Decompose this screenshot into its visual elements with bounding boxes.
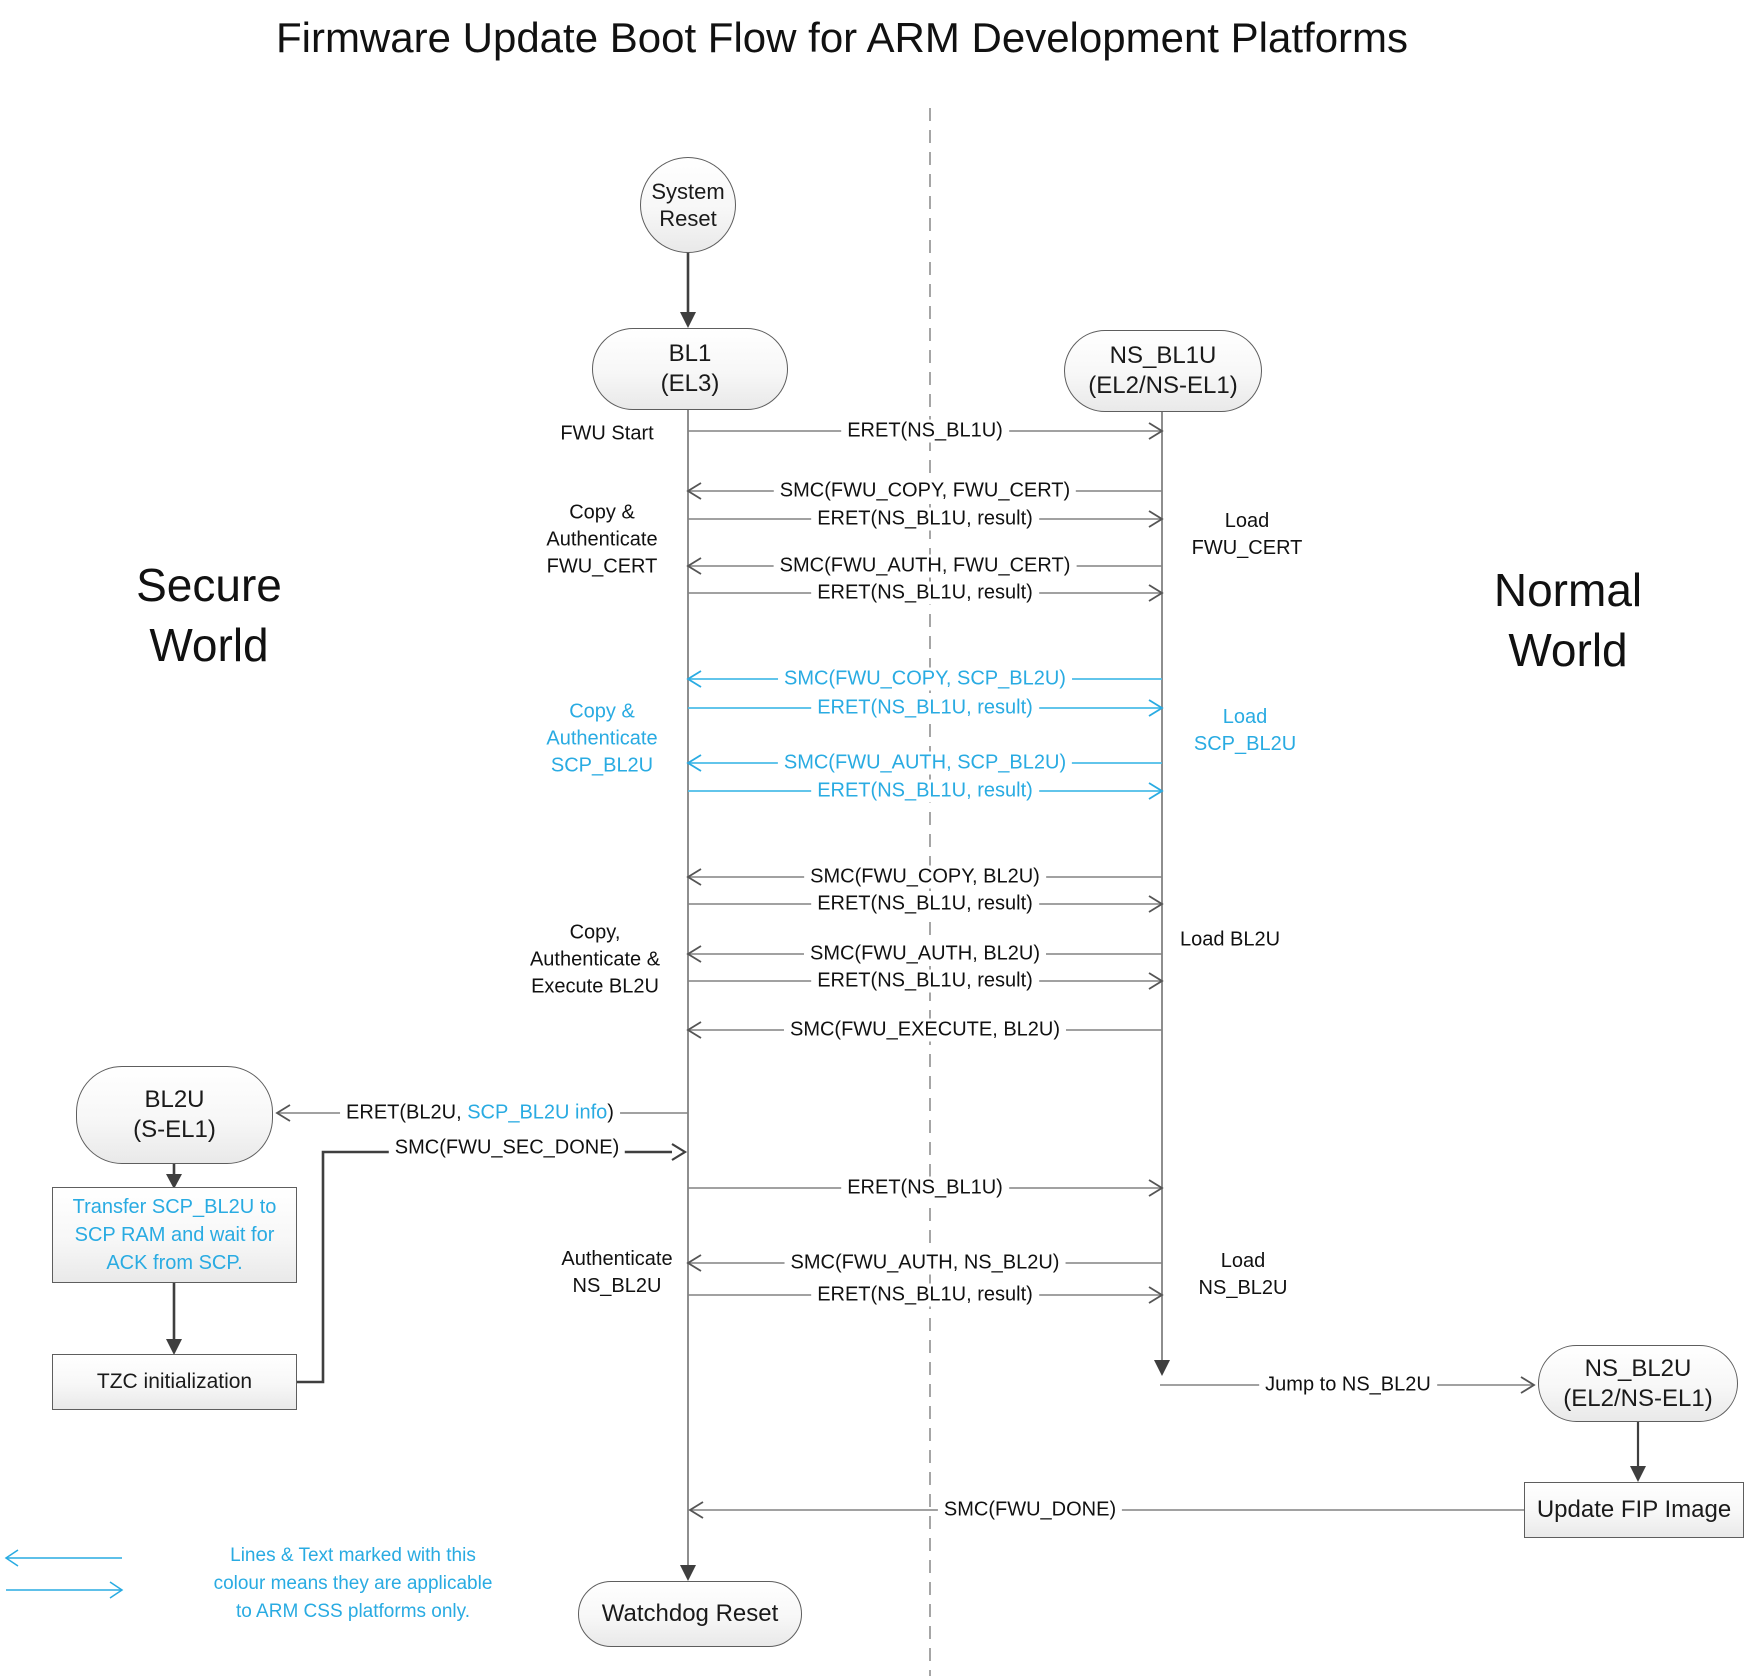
msg-eret-result-2: ERET(NS_BL1U, result) — [811, 581, 1039, 605]
msg-smc-fwu-execute-bl2u: SMC(FWU_EXECUTE, BL2U) — [783, 1018, 1067, 1042]
transfer-line3: ACK from SCP. — [106, 1252, 243, 1274]
node-ns-bl1u: NS_BL1U (EL2/NS-EL1) — [1064, 330, 1262, 412]
msg-eret-result-3: ERET(NS_BL1U, result) — [811, 696, 1039, 720]
ns-bl2u-to-update-fip-arrow-icon — [1630, 1422, 1646, 1482]
bl1-line1: BL1 — [668, 340, 712, 367]
load-scp-bl2u-line2: SCP_BL2U — [1193, 733, 1297, 755]
legend-line2: colour means they are applicable — [213, 1573, 493, 1594]
page-title: Firmware Update Boot Flow for ARM Develo… — [275, 14, 1409, 61]
gray-chevron-arrowheads — [275, 422, 1536, 1519]
normal-world-line2: World — [1508, 624, 1628, 676]
copy-auth-scp-bl2u-line3: SCP_BL2U — [550, 754, 654, 777]
normal-world-line1: Normal — [1493, 564, 1643, 616]
load-fwu-cert-line2: FWU_CERT — [1191, 537, 1303, 559]
secure-world-line2: World — [149, 619, 269, 671]
msg-smc-fwu-copy-fwu-cert: SMC(FWU_COPY, FWU_CERT) — [773, 479, 1077, 503]
msg-eret-result-6: ERET(NS_BL1U, result) — [811, 969, 1039, 993]
copy-auth-fwu-cert-line1: Copy & — [569, 501, 635, 524]
msg-eret-bl2u-scp-bl2u-info: ERET(BL2U, SCP_BL2U info) — [340, 1101, 620, 1125]
legend-cyan-arrows-icon — [4, 1549, 124, 1599]
bl1-line2: (EL3) — [660, 370, 720, 397]
tzc-label: TZC initialization — [96, 1370, 253, 1393]
copy-auth-scp-bl2u-line2: Authenticate — [546, 727, 658, 750]
node-system-reset: System Reset — [640, 157, 736, 253]
msg-eret-result-4: ERET(NS_BL1U, result) — [811, 779, 1039, 803]
label-load-bl2u: Load BL2U — [1179, 928, 1281, 951]
bl2u-line1: BL2U — [144, 1086, 205, 1113]
msg-smc-fwu-sec-done: SMC(FWU_SEC_DONE) — [388, 1136, 626, 1160]
msg-eret-ns-bl1u-2: ERET(NS_BL1U) — [841, 1176, 1009, 1200]
copy-auth-exec-bl2u-line1: Copy, — [569, 921, 621, 944]
transfer-line2: SCP RAM and wait for — [74, 1224, 275, 1246]
msg-smc-fwu-done: SMC(FWU_DONE) — [937, 1498, 1123, 1522]
normal-world-label: Normal World — [1494, 560, 1642, 680]
load-scp-bl2u-line1: Load — [1222, 706, 1268, 728]
copy-auth-fwu-cert-line3: FWU_CERT — [546, 555, 658, 578]
label-load-fwu-cert: Load FWU_CERT — [1192, 508, 1303, 562]
msg-smc-fwu-copy-bl2u: SMC(FWU_COPY, BL2U) — [804, 865, 1046, 889]
node-ns-bl2u: NS_BL2U (EL2/NS-EL1) — [1538, 1345, 1738, 1422]
msg-eret-ns-bl1u: ERET(NS_BL1U) — [841, 419, 1009, 443]
msg-smc-fwu-auth-bl2u: SMC(FWU_AUTH, BL2U) — [803, 942, 1047, 966]
legend-line1: Lines & Text marked with this — [230, 1545, 476, 1566]
ns-bl2u-line2: (EL2/NS-EL1) — [1563, 1384, 1713, 1412]
copy-auth-scp-bl2u-line1: Copy & — [569, 700, 635, 723]
msg-jump-to-ns-bl2u: Jump to NS_BL2U — [1259, 1373, 1437, 1397]
msg-smc-fwu-auth-ns-bl2u: SMC(FWU_AUTH, NS_BL2U) — [784, 1251, 1066, 1275]
node-update-fip-image: Update FIP Image — [1524, 1482, 1744, 1538]
system-reset-line2: Reset — [659, 206, 717, 231]
system-reset-line1: System — [651, 179, 725, 204]
copy-auth-exec-bl2u-line3: Execute BL2U — [531, 975, 659, 998]
label-load-ns-bl2u: Load NS_BL2U — [1199, 1248, 1288, 1302]
label-load-scp-bl2u: Load SCP_BL2U — [1194, 704, 1296, 758]
label-copy-auth-scp-bl2u: Copy & Authenticate SCP_BL2U — [546, 699, 657, 780]
label-copy-auth-exec-bl2u: Copy, Authenticate & Execute BL2U — [530, 920, 660, 1001]
copy-auth-fwu-cert-line2: Authenticate — [546, 528, 658, 551]
ns-bl2u-line1: NS_BL2U — [1584, 1354, 1692, 1382]
node-tzc-initialization: TZC initialization — [52, 1354, 297, 1410]
transfer-to-tzc-arrow-icon — [166, 1283, 182, 1355]
msg-smc-fwu-auth-fwu-cert: SMC(FWU_AUTH, FWU_CERT) — [773, 554, 1077, 578]
secure-world-line1: Secure — [136, 559, 282, 611]
auth-ns-bl2u-line2: NS_BL2U — [572, 1275, 662, 1297]
node-watchdog-reset: Watchdog Reset — [578, 1581, 802, 1647]
auth-ns-bl2u-line1: Authenticate — [561, 1248, 673, 1270]
label-fwu-start: FWU Start — [560, 422, 654, 445]
node-transfer-scp-bl2u: Transfer SCP_BL2U to SCP RAM and wait fo… — [52, 1187, 297, 1283]
eret-bl2u-close-paren: ) — [607, 1101, 614, 1124]
legend-text: Lines & Text marked with this colour mea… — [214, 1542, 493, 1626]
copy-auth-exec-bl2u-line2: Authenticate & — [529, 948, 661, 971]
msg-eret-result-5: ERET(NS_BL1U, result) — [811, 892, 1039, 916]
load-ns-bl2u-line2: NS_BL2U — [1198, 1277, 1288, 1299]
eret-bl2u-text: ERET(BL2U, — [346, 1101, 468, 1124]
secure-world-label: Secure World — [136, 555, 282, 675]
watchdog-label: Watchdog Reset — [601, 1600, 779, 1627]
ns-lifeline-end-arrowhead-icon — [1154, 1360, 1170, 1376]
bl2u-to-transfer-arrow-icon — [166, 1164, 182, 1189]
node-bl1: BL1 (EL3) — [592, 328, 788, 410]
load-fwu-cert-line1: Load — [1224, 510, 1270, 532]
msg-eret-result-1: ERET(NS_BL1U, result) — [811, 507, 1039, 531]
transfer-line1: Transfer SCP_BL2U to — [72, 1196, 277, 1218]
update-fip-label: Update FIP Image — [1536, 1496, 1732, 1523]
ns-bl1u-line2: (EL2/NS-EL1) — [1088, 372, 1238, 399]
bl2u-line2: (S-EL1) — [133, 1116, 216, 1143]
eret-bl2u-cyan-text: SCP_BL2U info — [467, 1101, 608, 1124]
msg-eret-result-7: ERET(NS_BL1U, result) — [811, 1283, 1039, 1307]
label-copy-auth-fwu-cert: Copy & Authenticate FWU_CERT — [546, 500, 657, 581]
load-ns-bl2u-line1: Load — [1220, 1250, 1266, 1272]
msg-smc-fwu-auth-scp-bl2u: SMC(FWU_AUTH, SCP_BL2U) — [777, 751, 1073, 775]
system-reset-to-bl1-arrow-icon — [680, 252, 696, 328]
cyan-chevron-arrowheads — [686, 670, 1164, 800]
label-authenticate-ns-bl2u: Authenticate NS_BL2U — [561, 1246, 672, 1300]
legend-line3: to ARM CSS platforms only. — [235, 1601, 471, 1622]
node-bl2u: BL2U (S-EL1) — [76, 1066, 273, 1164]
msg-smc-fwu-copy-scp-bl2u: SMC(FWU_COPY, SCP_BL2U) — [778, 667, 1072, 691]
bl1-to-watchdog-arrowhead-icon — [680, 1565, 696, 1581]
ns-bl1u-line1: NS_BL1U — [1109, 342, 1217, 369]
